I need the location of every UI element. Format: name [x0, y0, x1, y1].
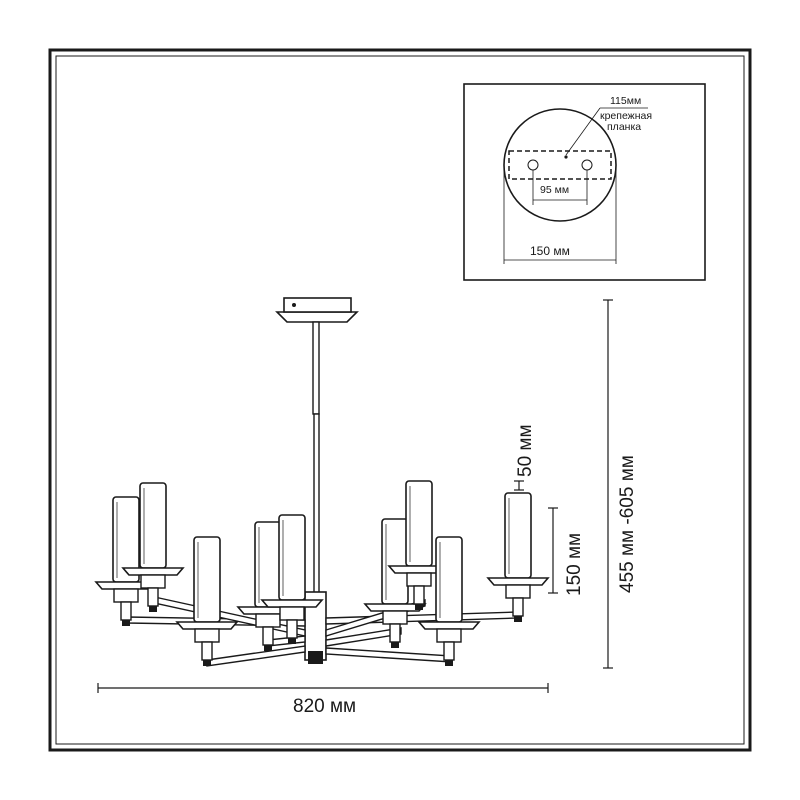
canopy-circle: [503, 108, 617, 222]
rod-extension: [313, 413, 320, 595]
lamp: [176, 536, 238, 667]
gap-dimension: 50 мм: [514, 424, 536, 491]
inner-frame: [55, 55, 745, 745]
shade-height-dimension: 150 мм: [548, 507, 585, 596]
height-label: 455 мм -605 мм: [617, 455, 638, 593]
inset-frame: [463, 83, 706, 281]
canopy-diameter-label: 150 мм: [530, 244, 570, 258]
height-dimension: 455 мм -605 мм: [603, 299, 638, 669]
plate-name-line2: планка: [607, 121, 641, 133]
hole-distance-label: 95 мм: [540, 184, 569, 196]
outer-frame: [48, 48, 752, 752]
plate-width-pointer: [565, 107, 601, 156]
hub-knob: [308, 651, 323, 664]
center-dot: [564, 155, 568, 159]
chandelier: [95, 297, 549, 667]
canopy-screw: [292, 303, 296, 307]
gap-label: 50 мм: [515, 424, 536, 477]
mount-hole-right: [581, 159, 593, 171]
plate-name-line1: крепежная: [600, 110, 652, 122]
mounting-plate: [508, 150, 612, 180]
canopy-inset: 115мм крепежная планка 95 мм 150 мм: [463, 83, 706, 281]
plate-width-label: 115мм: [610, 95, 641, 107]
width-dimension: 820 мм: [97, 683, 549, 717]
arm: [325, 647, 453, 663]
arm: [325, 627, 402, 647]
lamp: [487, 492, 549, 623]
ceiling-canopy: [275, 311, 359, 323]
shade-height-label: 150 мм: [564, 533, 585, 596]
mount-hole-left: [527, 159, 539, 171]
arm: [206, 645, 306, 667]
canopy-top: [283, 297, 352, 313]
width-label: 820 мм: [293, 696, 356, 717]
suspension-rod: [312, 321, 320, 415]
